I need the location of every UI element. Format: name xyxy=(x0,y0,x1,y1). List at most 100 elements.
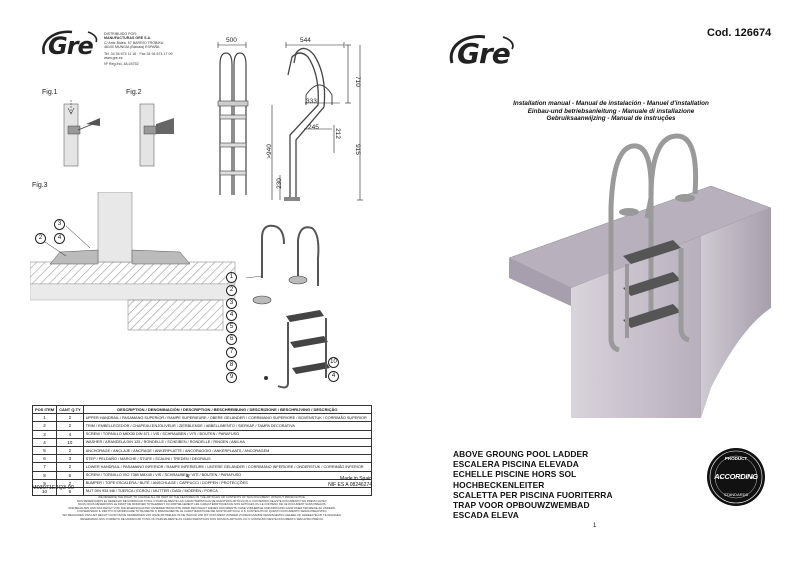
dim-230: 230 xyxy=(275,178,283,189)
table-cell-desc: ANCHORAGE / ANCLAJE / ANCRAGE / ANKERPLA… xyxy=(82,445,373,456)
disclaimer-line: NOUS NOUS RÉSERVONS LE DROIT DE MODIFIER… xyxy=(77,502,327,507)
table-cell-qty: 4 xyxy=(56,429,84,439)
manual-title-line: Gebruiksaanwijzing - Manual de instruçõe… xyxy=(546,115,676,122)
table-cell-pos: 4 xyxy=(31,437,58,447)
seal-middle: ACCORDING xyxy=(714,472,758,481)
table-cell-desc: NUT DIN 934 M8 / TUERCA / ECROU / MUTTER… xyxy=(82,486,373,497)
table-cell-qty: 2 xyxy=(56,413,84,423)
table-cell-desc: UPPER HANDRAIL / PASAMANO SUPERIOR / RAM… xyxy=(82,413,373,423)
exploded-callout-4: 4 xyxy=(226,310,237,321)
product-name: ECHELLE PISCINE HORS SOL xyxy=(453,469,577,480)
manual-titles: Installation manual - Manual de instalac… xyxy=(441,100,781,123)
parts-table: POS ITEM CANT Q.TY DESCRIPTION / DENOMIN… xyxy=(31,404,373,497)
dim-333: 333 xyxy=(306,98,317,105)
according-seal: ★ ★ PRODUCT ACCORDING STANDARDS xyxy=(707,448,765,506)
table-cell-qty: 3 xyxy=(56,454,84,464)
logo-swoosh-icon xyxy=(42,30,98,55)
exploded-callout-6: 6 xyxy=(226,334,237,345)
dim-544: 544 xyxy=(300,37,311,44)
exploded-callout-3: 3 xyxy=(226,298,237,309)
gre-logo-right: Gre xyxy=(445,32,521,72)
fig3-label: Fig.3 xyxy=(32,182,48,189)
disclaimer-line: CI RISERVIAMO IL DIRITTO DI MODIFICARE T… xyxy=(76,509,328,514)
made-in: Made in Spain xyxy=(340,476,372,482)
dim-940: >940 xyxy=(265,144,273,159)
header-pos: POS ITEM xyxy=(31,404,58,415)
left-page-number: 4 xyxy=(186,474,190,480)
fig1-label: Fig.1 xyxy=(42,89,58,96)
dim-915: 915 xyxy=(353,144,361,155)
table-cell-pos: 7 xyxy=(31,462,58,472)
right-page: Cod. 126674 Gre Installation manual - Ma… xyxy=(401,0,802,567)
logo-swoosh-icon xyxy=(449,35,514,64)
exploded-callout-8: 8 xyxy=(226,360,237,371)
table-cell-qty: 6 xyxy=(56,470,84,480)
table-cell-pos: 8 xyxy=(31,470,58,480)
product-name: HOCHBECKENLEITER xyxy=(453,479,545,490)
company-line: C/ Aritz Bidea, 57 BARRIO TROBIKA xyxy=(104,40,164,45)
seal-stars-icon: ★ ★ xyxy=(709,450,763,504)
product-name: ESCALERA PISCINA ELEVADA xyxy=(453,459,579,470)
table-cell-desc: STEP / PELDAÑO / MARCHE / STUFE / SCALIN… xyxy=(82,454,373,464)
parts-table-header: POS ITEM CANT Q.TY DESCRIPTION / DENOMIN… xyxy=(31,404,373,415)
product-names: ABOVE GROUNG POOL LADDER ESCALERA PISCIN… xyxy=(453,449,613,520)
table-cell-qty: 2 xyxy=(56,445,84,456)
fig3-callout-2: 2 xyxy=(35,233,46,244)
doc-code: M03071E2Q3-00 xyxy=(32,485,74,491)
fig2-drawing xyxy=(139,103,174,167)
product-name: ESCADA ELEVA xyxy=(453,510,519,521)
exploded-callout-1: 1 xyxy=(226,272,237,283)
table-cell-pos: 1 xyxy=(31,413,58,423)
table-cell-desc: LOWER HANDRAIL / PASAMANO INFERIOR / RAM… xyxy=(82,462,373,472)
company-line: Nº Reg.Ind. 48-04752 xyxy=(104,62,139,67)
exploded-callout-5: 5 xyxy=(226,322,237,333)
table-cell-qty: 2 xyxy=(56,421,84,431)
fig2-label: Fig.2 xyxy=(126,89,142,96)
fig3-callout-3: 3 xyxy=(54,219,65,230)
exploded-callout-4b: 4 xyxy=(328,371,339,382)
disclaimer-line: WE RESERVE THE RIGHT TO CHANGE ALL OR PA… xyxy=(98,495,306,499)
company-line: www.gre.es xyxy=(104,56,123,61)
ladder-illustration xyxy=(508,133,801,418)
exploded-callout-9: 9 xyxy=(226,372,237,383)
disclaimer-line: RESERVAMO-NOS O DIREITO DE MODIFICAR TOT… xyxy=(80,516,324,521)
manual-title-line: Einbau-und betriebsanleitung - Manuale d… xyxy=(527,107,695,115)
dimension-drawing xyxy=(217,42,363,201)
product-name: TRAP VOOR OPBOUWZWEMBAD xyxy=(453,500,590,511)
company-line: 48100 MUNGIA (Bizkaia) ESPAÑA xyxy=(104,45,160,50)
table-cell-pos: 10 xyxy=(31,486,58,497)
table-cell-desc: TRIM / EMBELLECEDOR / CHAPEAU ENJOLIVEUR… xyxy=(82,421,373,431)
company-name: MANUFACTURAS GRE S.A. xyxy=(104,36,152,41)
disclaimer-line: WIJ BEHOUDEN ONS HET RECHT VOOR OM DE KE… xyxy=(62,512,342,517)
exploded-callout-7: 7 xyxy=(226,347,237,358)
header-qty: CANT Q.TY xyxy=(56,404,84,415)
disclaimer-line: WIR BEHALTEN UNS DAS RECHT VOR, DIE EIGE… xyxy=(68,505,336,510)
nif: NIF ES A 08246274 xyxy=(328,482,372,488)
table-cell-desc: WASHER / ARANDELA DIN 125 / RONDELLE / S… xyxy=(82,437,373,447)
svg-text:★: ★ xyxy=(719,475,723,480)
disclaimer: WE RESERVE THE RIGHT TO CHANGE ALL OR PA… xyxy=(32,495,372,521)
company-line: Tel. 34 94 674 11 16 · Fax 34 94 674 17 … xyxy=(104,51,173,56)
gre-logo-left: Gre xyxy=(38,28,104,62)
fig3-drawing xyxy=(30,192,236,331)
table-cell-pos: 6 xyxy=(31,454,58,464)
header-desc: DESCRIPTION / DENOMINACIÓN / DESCRIPTION… xyxy=(82,404,373,415)
exploded-callout-2: 2 xyxy=(226,285,237,296)
table-cell-pos: 2 xyxy=(31,421,58,431)
table-cell-desc: SCREW / TORNILLO M6X30 DIN 571 / VIS / S… xyxy=(82,429,373,439)
table-cell-pos: 5 xyxy=(31,445,58,456)
right-page-number: 1 xyxy=(593,523,597,529)
product-code: Cod. 126674 xyxy=(707,27,772,39)
logo-text: Gre xyxy=(457,37,511,70)
fig1-drawing xyxy=(63,100,100,167)
dim-212: 212 xyxy=(333,128,341,139)
table-cell-qty: 2 xyxy=(56,462,84,472)
svg-text:★: ★ xyxy=(750,475,754,480)
company-line: DISTRIBUIDO POR: xyxy=(104,32,137,36)
